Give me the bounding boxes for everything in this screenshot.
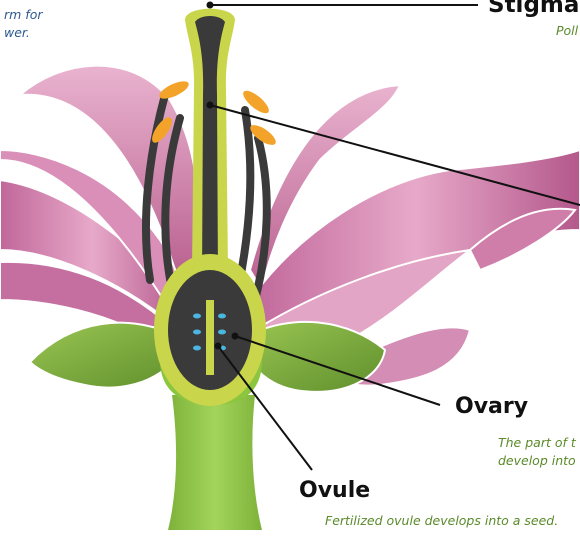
ovule-label: Ovule <box>299 478 371 503</box>
filament-left-outer <box>141 91 169 284</box>
ovule <box>193 345 201 351</box>
ovary-dot <box>231 332 239 340</box>
ovule-note: Fertilized ovule develops into a seed. <box>325 513 559 528</box>
ovary-label: Ovary <box>455 394 529 419</box>
ovule <box>218 329 226 335</box>
filament-left-inner <box>161 114 184 294</box>
ovule-leader-line <box>217 345 313 471</box>
stem <box>168 395 262 530</box>
ovule-dot <box>214 342 222 350</box>
anther-right-top <box>243 90 269 114</box>
ovules <box>193 313 226 351</box>
style-inner <box>195 16 225 280</box>
stigma-dot <box>206 1 214 9</box>
anther-left-bottom <box>152 117 172 143</box>
ovule <box>218 313 226 319</box>
filament-right-inner <box>234 106 255 294</box>
style-dot <box>206 101 214 109</box>
ovary-leader-line <box>234 335 441 406</box>
anther-right-bottom <box>250 125 276 145</box>
style-leader-line <box>209 104 580 206</box>
stigma-note: Poll <box>556 23 579 38</box>
petal-right-tip <box>468 207 577 272</box>
ovary-note-line1: The part of t <box>498 435 576 450</box>
top-left-note-line1: rm for <box>4 7 43 22</box>
ovary-septum <box>206 300 214 375</box>
leader-dots <box>206 1 239 350</box>
ovule <box>193 313 201 319</box>
stigma-label: Stigma <box>488 0 580 18</box>
ovule <box>193 329 201 335</box>
top-left-note-line2: wer. <box>4 25 30 40</box>
ovary-note-line2: develop into <box>498 453 576 468</box>
leader-lines <box>209 4 580 471</box>
anther-left-top <box>159 81 189 99</box>
filament-right-outer <box>251 134 271 304</box>
